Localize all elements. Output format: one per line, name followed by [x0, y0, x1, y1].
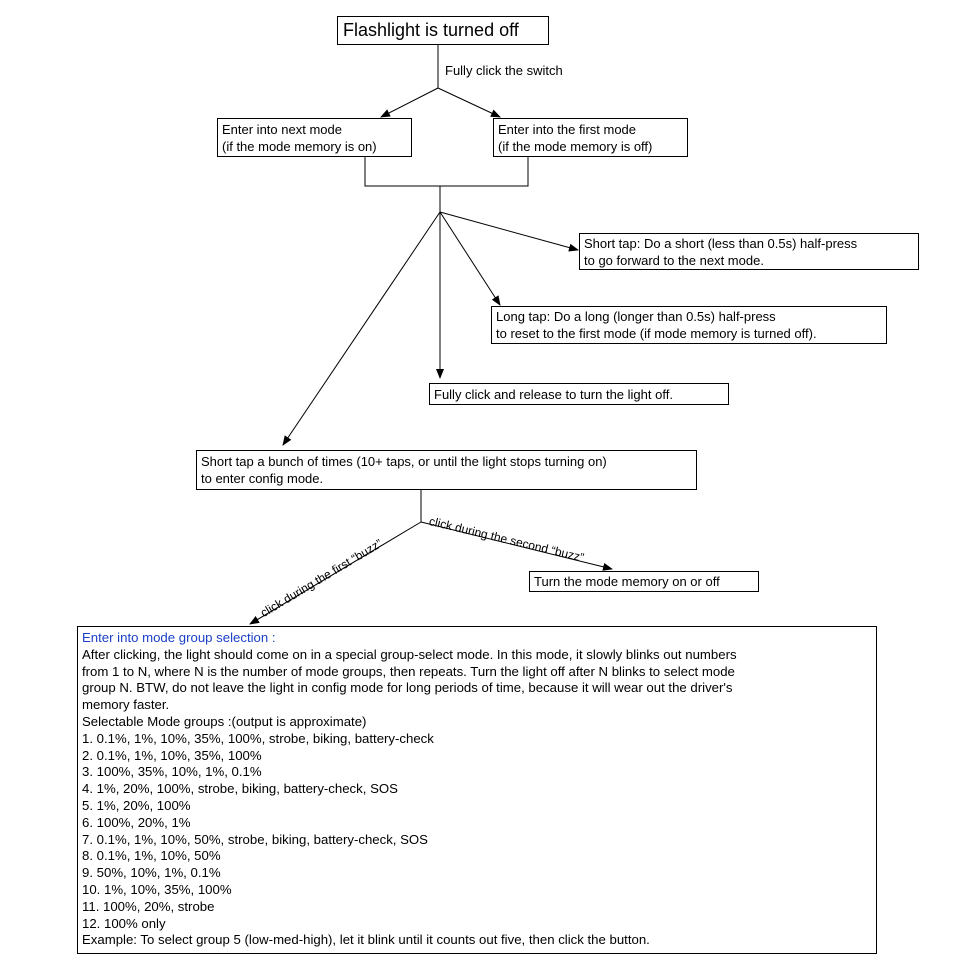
- groups-title: Selectable Mode groups :(output is appro…: [82, 713, 367, 729]
- long-tap-line-1: Long tap: Do a long (longer than 0.5s) h…: [496, 309, 776, 324]
- fully-click-label: Fully click the switch: [445, 63, 563, 78]
- description-line: After clicking, the light should come on…: [82, 646, 737, 662]
- group-item: 8. 0.1%, 1%, 10%, 50%: [82, 848, 221, 864]
- arrow-to-mode-memory: [420, 521, 613, 571]
- config-node: Short tap a bunch of times (10+ taps, or…: [196, 450, 697, 490]
- arrow-to-first-mode: [437, 87, 501, 118]
- long-tap-line-2: to reset to the first mode (if mode memo…: [496, 326, 817, 341]
- arrow-to-mode-group: [249, 521, 422, 625]
- start-node: Flashlight is turned off: [337, 16, 549, 45]
- mode-group-node: Enter into mode group selection : After …: [77, 626, 877, 954]
- group-item: 3. 100%, 35%, 10%, 1%, 0.1%: [82, 764, 262, 780]
- arrow-to-short-tap: [439, 211, 579, 252]
- turn-off-node: Fully click and release to turn the ligh…: [429, 383, 729, 405]
- mode-group-heading: Enter into mode group selection :: [82, 630, 276, 645]
- group-item: 12. 100% only: [82, 915, 166, 931]
- turn-off-label: Fully click and release to turn the ligh…: [434, 387, 673, 402]
- example-line: Example: To select group 5 (low-med-high…: [82, 932, 650, 948]
- first-mode-line-2: (if the mode memory is off): [498, 139, 653, 154]
- mode-memory-node: Turn the mode memory on or off: [529, 571, 759, 592]
- merge-connector: [364, 157, 529, 187]
- next-mode-line-2: (if the mode memory is on): [222, 139, 377, 154]
- arrow-to-long-tap: [439, 211, 501, 306]
- group-item: 1. 0.1%, 1%, 10%, 35%, 100%, strobe, bik…: [82, 730, 434, 746]
- mode-memory-label: Turn the mode memory on or off: [534, 574, 720, 589]
- group-item: 4. 1%, 20%, 100%, strobe, biking, batter…: [82, 781, 398, 797]
- long-tap-node: Long tap: Do a long (longer than 0.5s) h…: [491, 306, 887, 344]
- first-mode-node: Enter into the first mode (if the mode m…: [493, 118, 688, 157]
- description-line: from 1 to N, where N is the number of mo…: [82, 663, 735, 679]
- group-item: 2. 0.1%, 1%, 10%, 35%, 100%: [82, 747, 262, 763]
- group-item: 7. 0.1%, 1%, 10%, 50%, strobe, biking, b…: [82, 831, 428, 847]
- group-item: 9. 50%, 10%, 1%, 0.1%: [82, 865, 221, 881]
- group-item: 5. 1%, 20%, 100%: [82, 797, 191, 813]
- short-tap-line-2: to go forward to the next mode.: [584, 253, 764, 268]
- arrow-to-config: [282, 211, 441, 446]
- group-item: 6. 100%, 20%, 1%: [82, 814, 191, 830]
- start-node-label: Flashlight is turned off: [343, 20, 519, 40]
- next-mode-node: Enter into next mode (if the mode memory…: [217, 118, 412, 157]
- next-mode-line-1: Enter into next mode: [222, 122, 342, 137]
- arrow-to-next-mode: [380, 87, 439, 118]
- description-line: memory faster.: [82, 697, 170, 713]
- description-line: group N. BTW, do not leave the light in …: [82, 680, 733, 696]
- config-line-2: to enter config mode.: [201, 471, 324, 486]
- config-line-1: Short tap a bunch of times (10+ taps, or…: [201, 454, 607, 469]
- short-tap-line-1: Short tap: Do a short (less than 0.5s) h…: [584, 236, 858, 251]
- first-mode-line-1: Enter into the first mode: [498, 122, 637, 137]
- group-item: 10. 1%, 10%, 35%, 100%: [82, 881, 232, 897]
- group-item: 11. 100%, 20%, strobe: [82, 898, 215, 914]
- short-tap-node: Short tap: Do a short (less than 0.5s) h…: [579, 233, 919, 270]
